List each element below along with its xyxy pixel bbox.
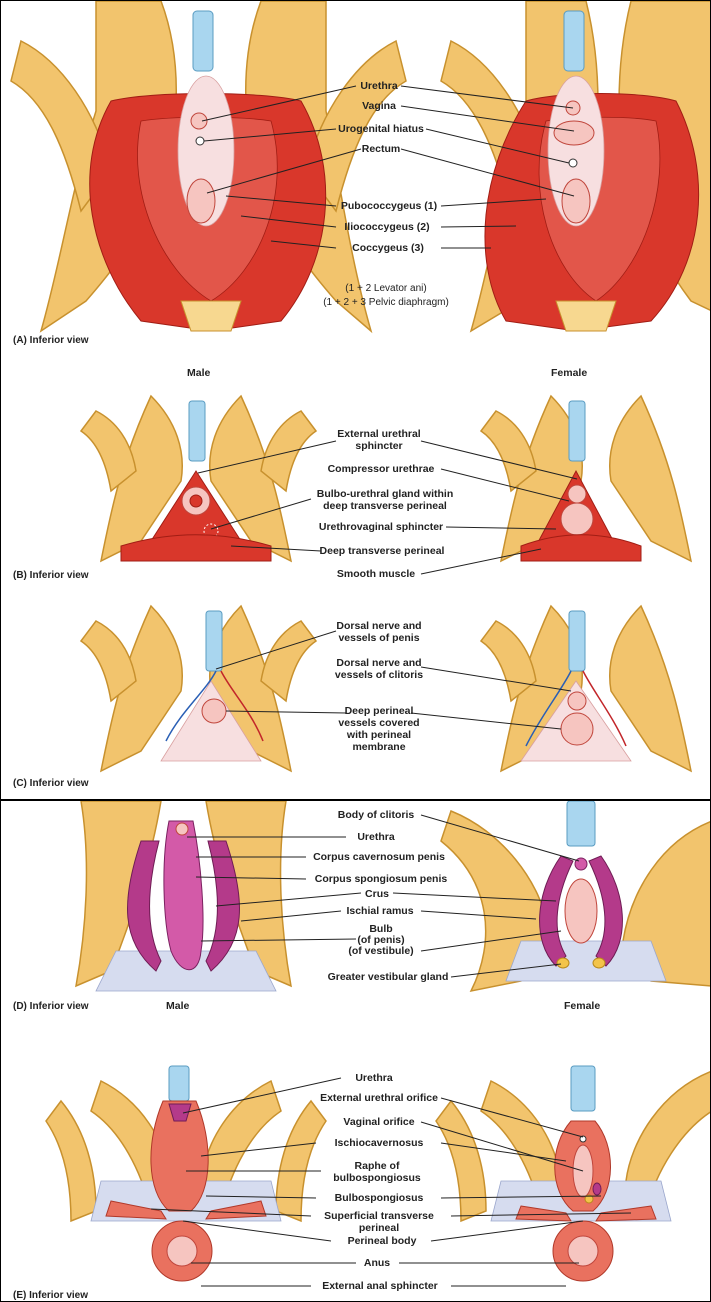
label-urethra-a: Urethra: [360, 80, 398, 92]
label-deep-vessels-1: Deep perineal: [345, 705, 414, 717]
panel-c-male-illustration: [81, 606, 316, 771]
note-levator-ani: (1 + 2 Levator ani): [345, 283, 426, 294]
caption-panel-e: (E) Inferior view: [13, 1290, 88, 1301]
label-urethrovaginal: Urethrovaginal sphincter: [319, 521, 443, 533]
label-deep-vessels-3: with perineal: [346, 729, 411, 741]
panel-a-male-illustration: [11, 1, 406, 331]
panel-e-male-illustration: [46, 1066, 326, 1281]
label-bulbo-urethral-2: deep transverse perineal: [323, 500, 447, 512]
label-female-top: Female: [551, 367, 587, 379]
panel-e-female-illustration: [436, 1066, 711, 1281]
panel-d-male-illustration: [76, 801, 291, 991]
label-greater-vestibular: Greater vestibular gland: [328, 971, 449, 983]
label-deep-transverse: Deep transverse perineal: [320, 545, 445, 557]
label-deep-vessels-2: vessels covered: [338, 717, 419, 729]
label-superficial-1: Superficial transverse: [324, 1210, 434, 1222]
label-ext-urethral-2: sphincter: [355, 440, 402, 452]
lower-figure-panel: Body of clitoris Urethra Corpus cavernos…: [0, 800, 711, 1302]
upper-figure-svg: Urethra Vagina Urogenital hiatus Rectum …: [1, 1, 711, 800]
label-compressor-urethrae: Compressor urethrae: [328, 463, 435, 475]
label-iliococcygeus: Iliococcygeus (2): [344, 221, 429, 233]
label-external-anal: External anal sphincter: [322, 1280, 438, 1292]
label-urogenital-hiatus: Urogenital hiatus: [338, 123, 424, 135]
upper-figure-panel: Urethra Vagina Urogenital hiatus Rectum …: [0, 0, 711, 800]
label-vagina: Vagina: [362, 100, 396, 112]
label-dorsal-penis-1: Dorsal nerve and: [336, 620, 421, 632]
label-ischiocavernosus: Ischiocavernosus: [335, 1137, 424, 1149]
label-smooth-muscle: Smooth muscle: [337, 568, 415, 580]
label-ischial-ramus: Ischial ramus: [346, 905, 413, 917]
caption-panel-b: (B) Inferior view: [13, 570, 89, 581]
note-pelvic-diaphragm: (1 + 2 + 3 Pelvic diaphragm): [323, 297, 449, 308]
label-perineal-body: Perineal body: [348, 1235, 417, 1247]
label-bulb-3: (of vestibule): [348, 945, 413, 957]
label-anus: Anus: [364, 1257, 390, 1269]
label-urethra-e: Urethra: [355, 1072, 393, 1084]
caption-panel-a: (A) Inferior view: [13, 335, 89, 346]
label-deep-vessels-4: membrane: [352, 741, 405, 753]
panel-a-female-illustration: [441, 1, 711, 331]
label-raphe-1: Raphe of: [355, 1160, 400, 1172]
label-dorsal-penis-2: vessels of penis: [338, 632, 419, 644]
label-dorsal-clitoris-1: Dorsal nerve and: [336, 657, 421, 669]
label-female-d: Female: [564, 1000, 600, 1012]
label-coccygeus: Coccygeus (3): [352, 242, 424, 254]
label-ext-urethral-orifice: External urethral orifice: [320, 1092, 438, 1104]
label-dorsal-clitoris-2: vessels of clitoris: [335, 669, 423, 681]
label-urethra-d: Urethra: [357, 831, 395, 843]
label-bulbospongiosus: Bulbospongiosus: [335, 1192, 424, 1204]
label-pubococcygeus: Pubococcygeus (1): [341, 200, 437, 212]
label-body-clitoris: Body of clitoris: [338, 809, 415, 821]
caption-panel-c: (C) Inferior view: [13, 778, 89, 789]
label-superficial-2: perineal: [359, 1222, 399, 1234]
label-bulbo-urethral-1: Bulbo-urethral gland within: [317, 488, 454, 500]
label-corpus-cavernosum: Corpus cavernosum penis: [313, 851, 445, 863]
label-vaginal-orifice: Vaginal orifice: [343, 1116, 414, 1128]
label-male-top: Male: [187, 367, 211, 379]
panel-b-male-illustration: [81, 396, 316, 561]
label-raphe-2: bulbospongiosus: [333, 1172, 421, 1184]
label-ext-urethral-1: External urethral: [337, 428, 421, 440]
lower-figure-svg: Body of clitoris Urethra Corpus cavernos…: [1, 801, 711, 1302]
label-crus: Crus: [365, 888, 389, 900]
panel-d-female-illustration: [441, 801, 711, 991]
panel-b-female-illustration: [481, 396, 691, 561]
caption-panel-d: (D) Inferior view: [13, 1001, 89, 1012]
panel-c-female-illustration: [481, 606, 691, 771]
label-corpus-spongiosum: Corpus spongiosum penis: [315, 873, 448, 885]
label-rectum: Rectum: [362, 143, 401, 155]
label-male-d: Male: [166, 1000, 190, 1012]
